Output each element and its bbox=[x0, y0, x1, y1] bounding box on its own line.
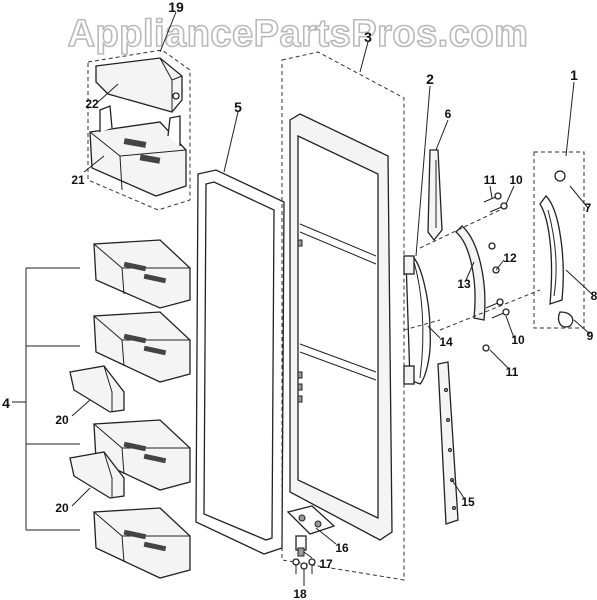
callout-4: 4 bbox=[2, 395, 10, 411]
callout-15: 15 bbox=[461, 495, 475, 509]
door-gasket-part bbox=[195, 169, 285, 555]
callout-11-upper: 11 bbox=[484, 173, 497, 187]
callout-12: 12 bbox=[503, 251, 517, 265]
bin-cover-part bbox=[95, 57, 183, 113]
callout-16: 16 bbox=[335, 541, 349, 555]
lower-hinge-part bbox=[286, 505, 336, 535]
callout-8: 8 bbox=[591, 289, 597, 303]
callout-20-lower: 20 bbox=[55, 501, 69, 515]
callout-14: 14 bbox=[439, 335, 453, 349]
handle-cap-part bbox=[427, 149, 443, 242]
door-bin-part bbox=[93, 239, 191, 309]
callout-5: 5 bbox=[234, 99, 242, 115]
callout-10-lower: 10 bbox=[511, 333, 525, 347]
callout-11-lower: 11 bbox=[506, 365, 519, 379]
callout-9: 9 bbox=[587, 329, 594, 343]
callout-3: 3 bbox=[364, 29, 372, 45]
door-assembly-part bbox=[281, 51, 405, 581]
upper-bin-part bbox=[89, 105, 187, 197]
upper-bin-assembly bbox=[87, 49, 191, 211]
handle-screws-part bbox=[482, 192, 510, 352]
callout-21: 21 bbox=[71, 173, 85, 187]
callout-18: 18 bbox=[293, 587, 307, 600]
callout-20-upper: 20 bbox=[55, 413, 69, 427]
door-trim-part bbox=[437, 361, 459, 525]
outer-handle-assembly bbox=[533, 151, 585, 329]
door-bin-part bbox=[93, 507, 191, 579]
watermark-text: AppliancePartsPros.com bbox=[68, 13, 529, 55]
callout-13: 13 bbox=[457, 277, 471, 291]
callout-7: 7 bbox=[585, 201, 592, 215]
door-bins-assembly bbox=[12, 239, 191, 579]
bin-cover-part bbox=[69, 451, 125, 499]
callout-22: 22 bbox=[85, 97, 99, 111]
door-handle-part bbox=[403, 255, 431, 385]
callout-1: 1 bbox=[570, 67, 578, 83]
callout-17: 17 bbox=[319, 557, 333, 571]
handle-bracket-part bbox=[455, 225, 486, 321]
bin-cover-part bbox=[69, 365, 125, 413]
callout-19: 19 bbox=[168, 0, 184, 15]
door-bin-part bbox=[93, 311, 191, 383]
callout-6: 6 bbox=[445, 107, 452, 121]
leader-lines bbox=[71, 11, 595, 586]
hinge-pin-part bbox=[295, 535, 307, 557]
callout-2: 2 bbox=[426, 71, 434, 87]
hinge-screws-part bbox=[292, 558, 316, 578]
callout-10-upper: 10 bbox=[509, 173, 523, 187]
